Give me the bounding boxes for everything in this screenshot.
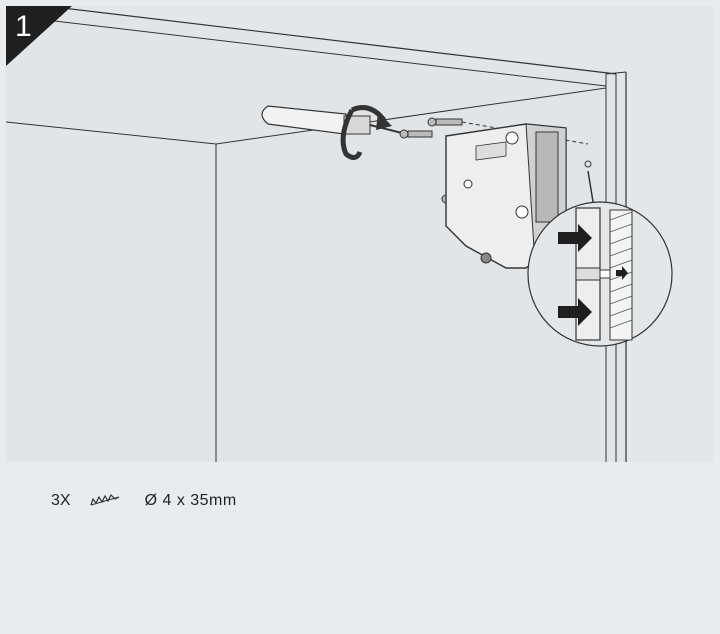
step-badge [6,6,72,66]
screw-spec-caption: 3X Ø 4 x 35mm [51,492,237,510]
cabinet-diagram [6,6,714,462]
detail-magnifier [527,201,673,347]
screw-quantity: 3X [51,492,71,509]
rotation-arrow-icon [340,105,392,160]
screw-dimension: Ø 4 x 35mm [144,492,237,509]
arrow-right-icon [558,224,628,326]
screw-icon [90,493,119,506]
screwdriver-icon [261,105,407,135]
step-number: 1 [15,10,32,43]
instruction-frame: 1 3X Ø 4 x 35mm [6,6,714,628]
lift-mechanism [445,123,567,269]
